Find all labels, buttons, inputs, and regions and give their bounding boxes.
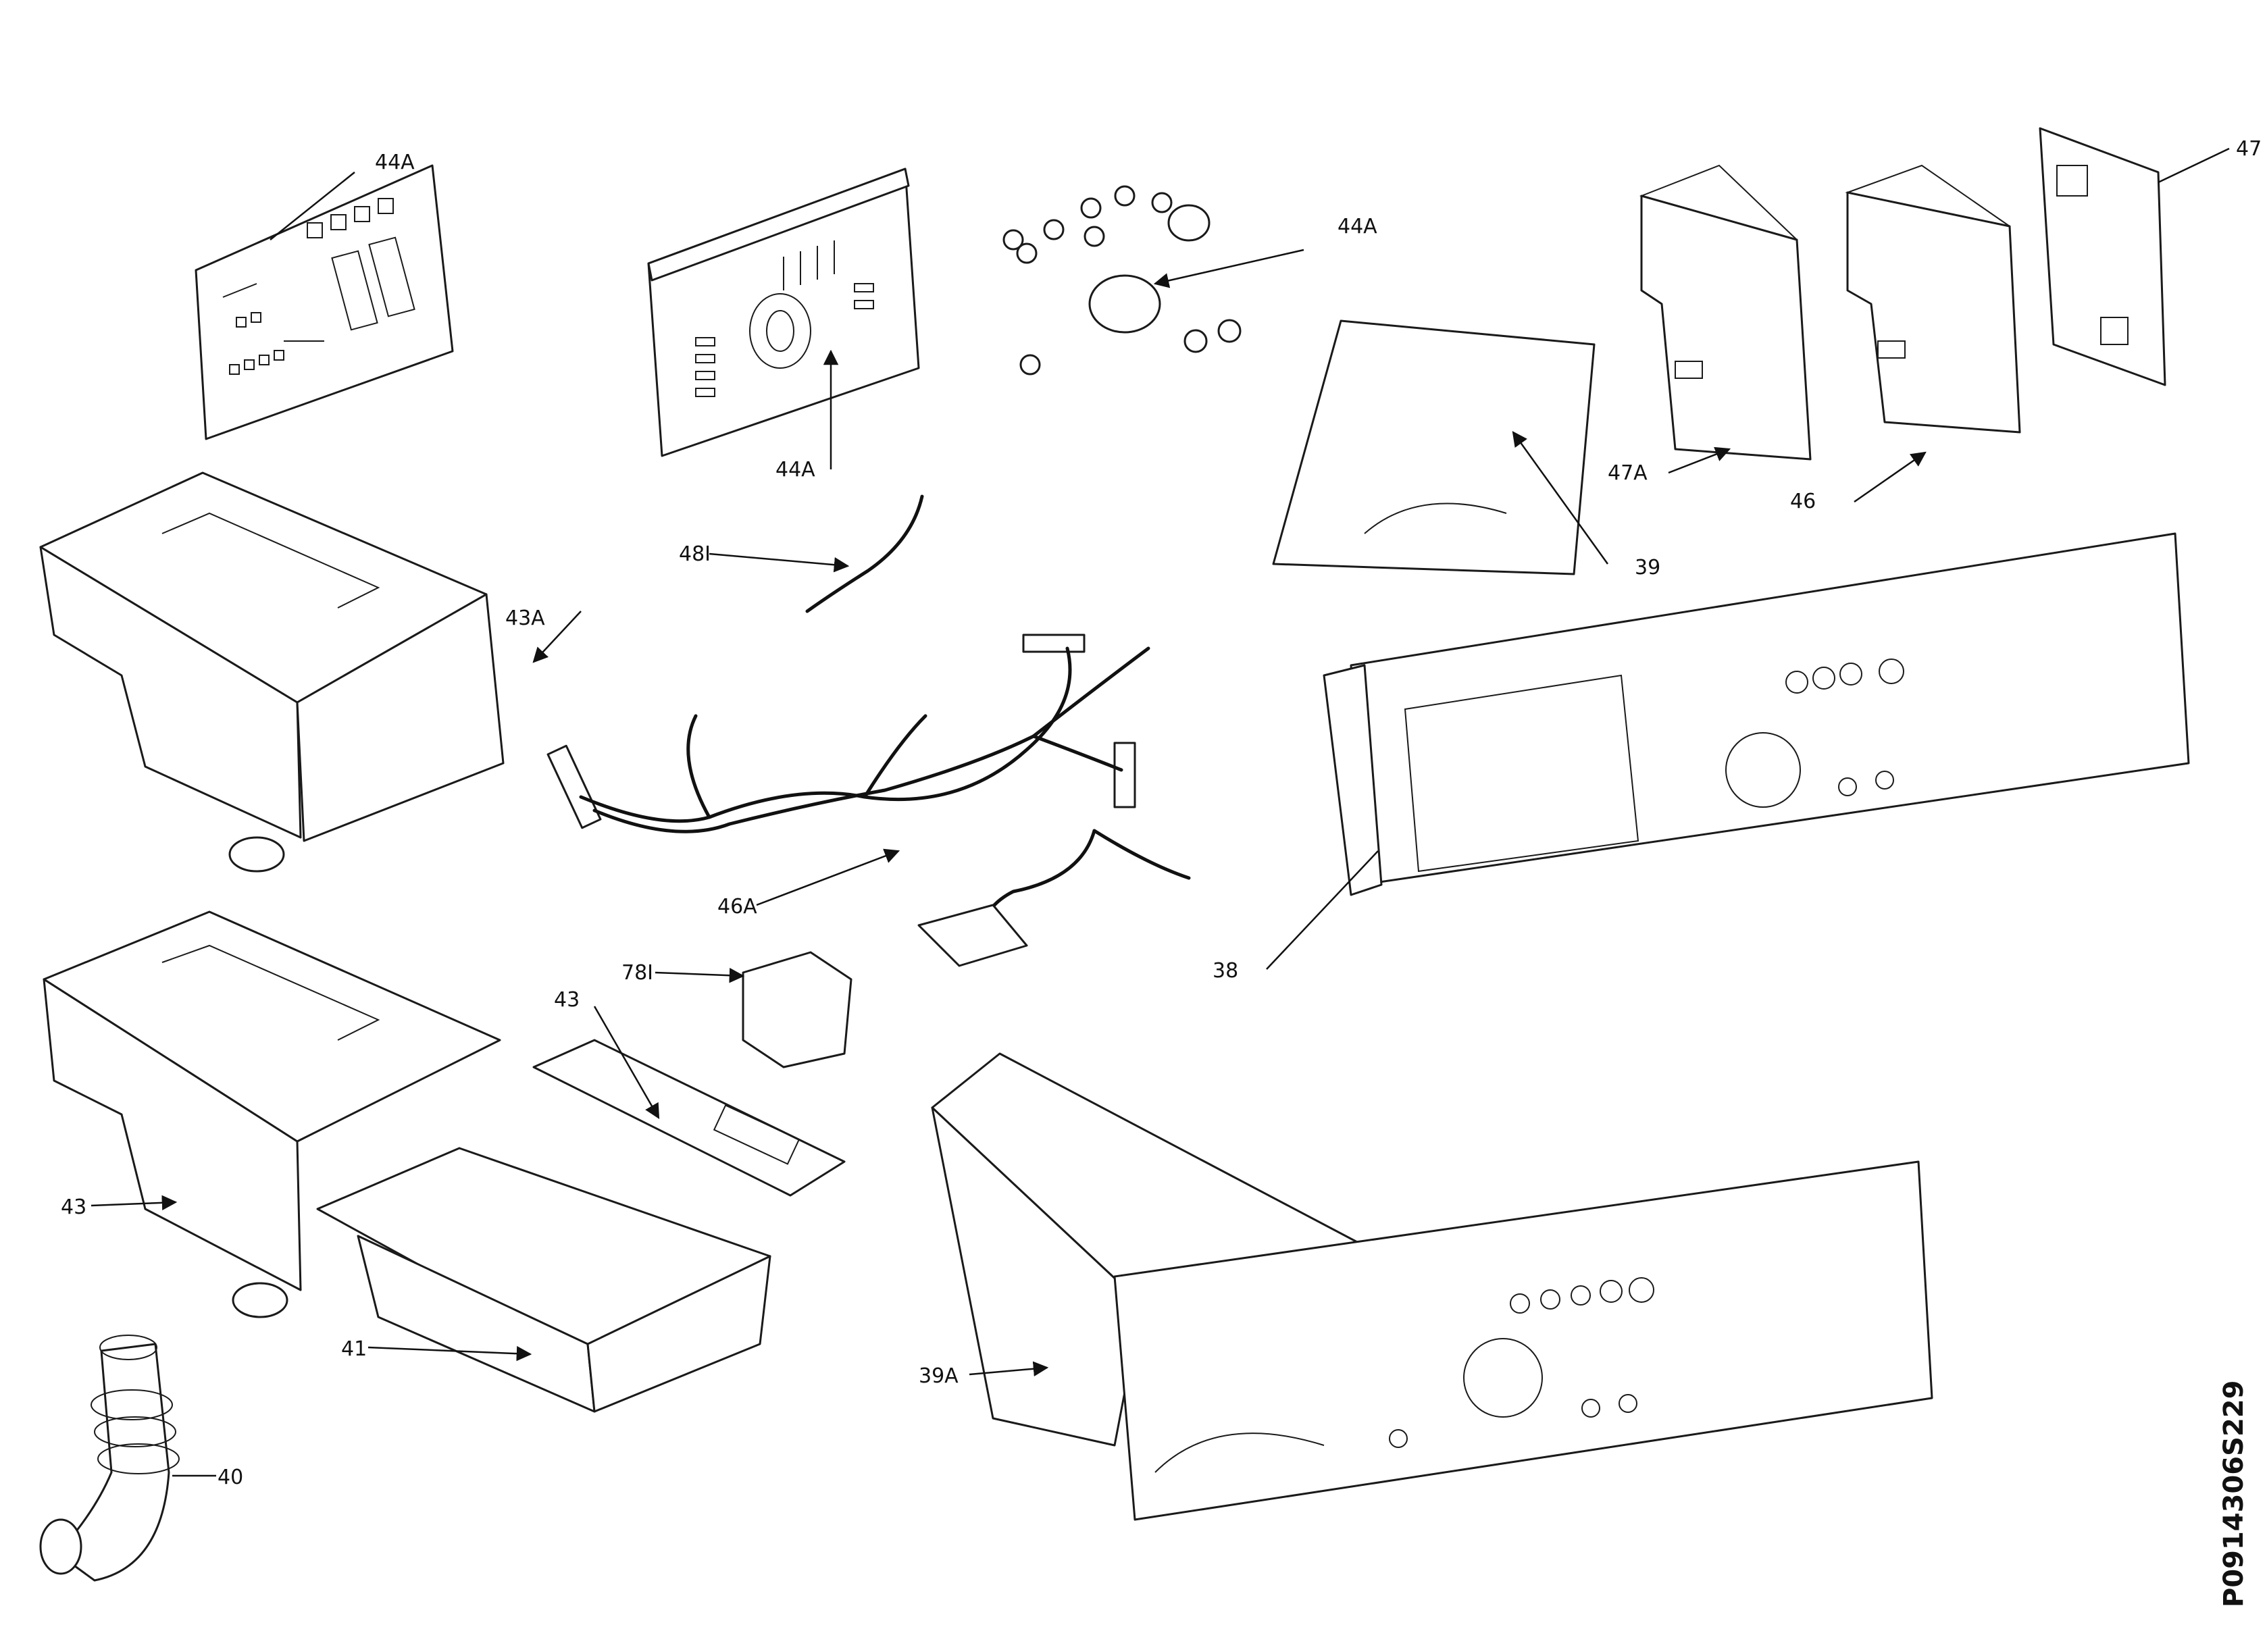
part-41-drawer: [316, 1147, 771, 1413]
label-48i: 48I: [679, 542, 711, 566]
part-46-module: [1845, 164, 2021, 434]
label-47: 47: [2236, 137, 2262, 161]
part-44a-knobs: [1002, 185, 1242, 376]
part-48i-cable: [805, 494, 924, 613]
part-47-pcb: [2039, 127, 2166, 386]
part-47a-module: [1639, 164, 1812, 461]
part-38-front-panel: [1323, 532, 2190, 896]
part-43-dispenser: [43, 910, 501, 1318]
label-38: 38: [1213, 959, 1238, 983]
callout-leaders: [91, 147, 2230, 1477]
label-41: 41: [341, 1337, 367, 1361]
part-44a-pcb: [195, 164, 454, 440]
label-40: 40: [218, 1466, 243, 1489]
document-id: P0914306S229: [2218, 1380, 2249, 1607]
label-46: 46: [1790, 490, 1816, 513]
part-40-hose: [39, 1335, 180, 1582]
part-44a-control-panel: [647, 167, 920, 457]
label-39: 39: [1635, 556, 1660, 579]
part-46a-harness: [546, 634, 1191, 967]
label-39a: 39A: [919, 1364, 959, 1388]
part-78i-lock: [742, 951, 852, 1068]
label-47a: 47A: [1608, 461, 1648, 485]
label-43-drawer: 43: [554, 988, 580, 1012]
label-44a-pcb: 44A: [375, 151, 415, 174]
label-43-box: 43: [61, 1195, 86, 1219]
callout-labels: 44A 44A 44A 47 47A 46 39 43A 48I 46A 78I…: [61, 137, 2262, 1489]
part-43a-dispenser: [39, 471, 505, 873]
part-39a-assembly: [931, 1052, 1933, 1521]
label-44a-knobs: 44A: [1338, 215, 1377, 238]
part-43-drawer-insert: [532, 1039, 846, 1197]
label-78i: 78I: [621, 961, 653, 985]
label-46a: 46A: [717, 895, 757, 919]
label-43a: 43A: [505, 606, 545, 630]
part-39-drawer-front: [1272, 319, 1596, 575]
label-44a-panel: 44A: [775, 458, 815, 482]
